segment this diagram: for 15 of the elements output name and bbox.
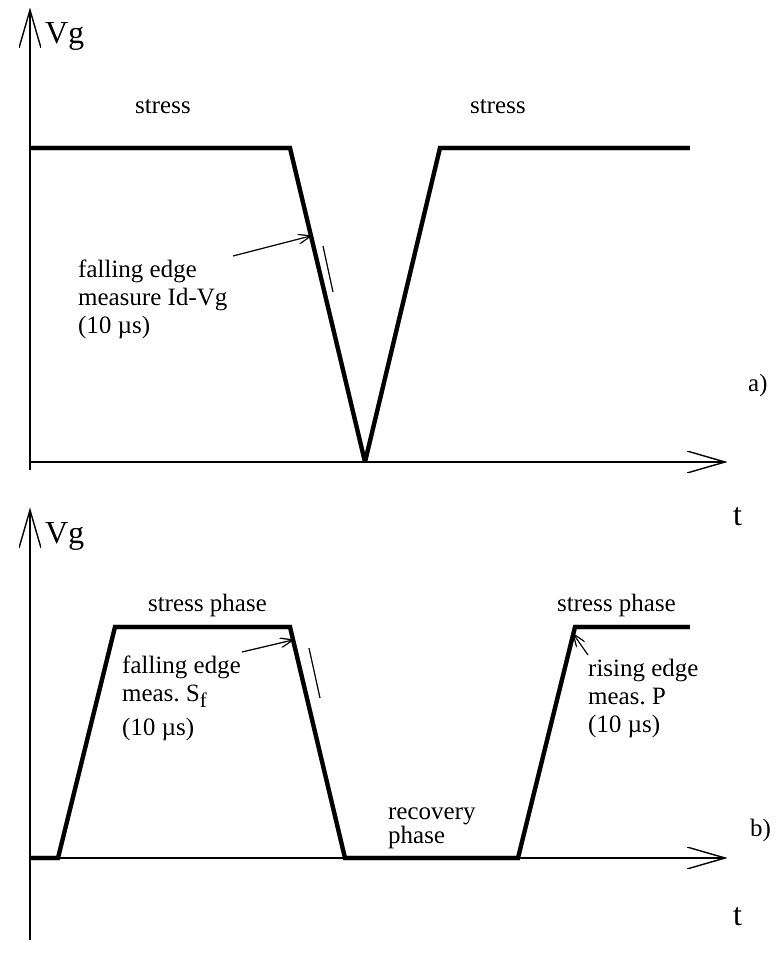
phase-label: stress phase [148,590,267,618]
leader-arrow [242,637,294,653]
panel-label: a) [748,370,768,398]
annotation-text: rising edge meas. P (10 µs) [588,655,701,739]
phase-label: stress [135,92,191,120]
annotation-text: falling edge measure Id-Vg (10 µs) [78,256,233,340]
phase-label: stress [470,92,526,120]
axis-label: t [733,500,742,528]
phase-label: recovery phase [388,800,476,848]
leader-arrow [572,633,589,656]
annotation-text: falling edge meas. S$_{f}$ (10 µs) [122,652,242,742]
phase-label: stress phase [557,590,676,618]
leader-arrow [232,234,312,257]
axis-label: t [733,900,742,928]
panel-label: b) [750,815,771,843]
